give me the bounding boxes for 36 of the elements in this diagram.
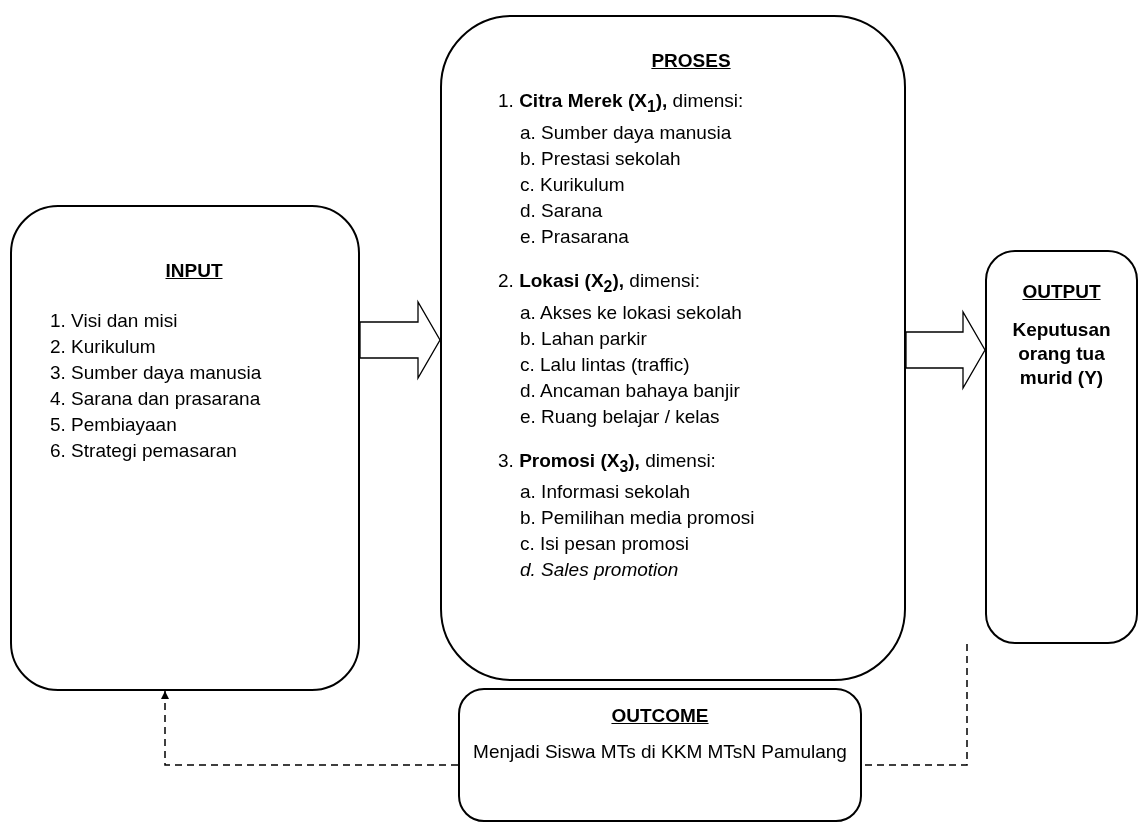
rounded-box	[10, 205, 360, 691]
list-item: e. Prasarana	[519, 224, 630, 249]
block-arrow	[359, 299, 441, 381]
dashed-connector	[161, 690, 459, 766]
list-item: 4. Sarana dan prasarana	[50, 387, 262, 411]
list-item: d. Sarana	[519, 198, 604, 223]
list-item: a. Sumber daya manusia	[519, 120, 733, 145]
rounded-box	[985, 250, 1138, 644]
list-item: c. Lalu lintas (traffic)	[519, 352, 691, 377]
list-item: b. Pemilihan media promosi	[519, 506, 756, 531]
list-item: a. Akses ke lokasi sekolah	[519, 300, 743, 325]
list-item: 2. Kurikulum	[50, 335, 157, 359]
section-heading: PROSES	[650, 49, 732, 73]
list-item: c. Kurikulum	[519, 172, 626, 197]
section-heading: OUTPUT	[1021, 280, 1102, 304]
list-item: b. Prestasi sekolah	[519, 146, 682, 171]
list-item: 5. Pembiayaan	[50, 413, 178, 437]
list-item: 3. Sumber daya manusia	[50, 361, 263, 385]
list-item: d. Sales promotion	[519, 558, 680, 583]
list-item: c. Isi pesan promosi	[519, 532, 690, 557]
list-item: 6. Strategi pemasaran	[50, 439, 238, 463]
section-heading: OUTCOME	[610, 704, 710, 728]
list-item: 1. Citra Merek (X$_{1}$), dimensi:	[498, 89, 745, 117]
block-arrow	[905, 309, 986, 391]
list-item: 1. Visi dan misi	[50, 309, 179, 333]
box-text: Keputusan orang tua murid (Y)	[1011, 318, 1112, 390]
list-item: b. Lahan parkir	[519, 326, 648, 351]
list-item: a. Informasi sekolah	[519, 480, 692, 505]
list-item: 2. Lokasi (X$_{2}$), dimensi:	[498, 268, 702, 297]
section-heading: INPUT	[164, 259, 224, 283]
list-item: 3. Promosi (X$_{3}$), dimensi:	[498, 448, 717, 477]
box-text: Menjadi Siswa MTs di KKM MTsN Pamulang	[472, 740, 848, 764]
rounded-box	[440, 15, 906, 681]
list-item: e. Ruang belajar / kelas	[519, 404, 721, 429]
list-item: d. Ancaman bahaya banjir	[519, 378, 741, 403]
rounded-box	[458, 688, 862, 822]
